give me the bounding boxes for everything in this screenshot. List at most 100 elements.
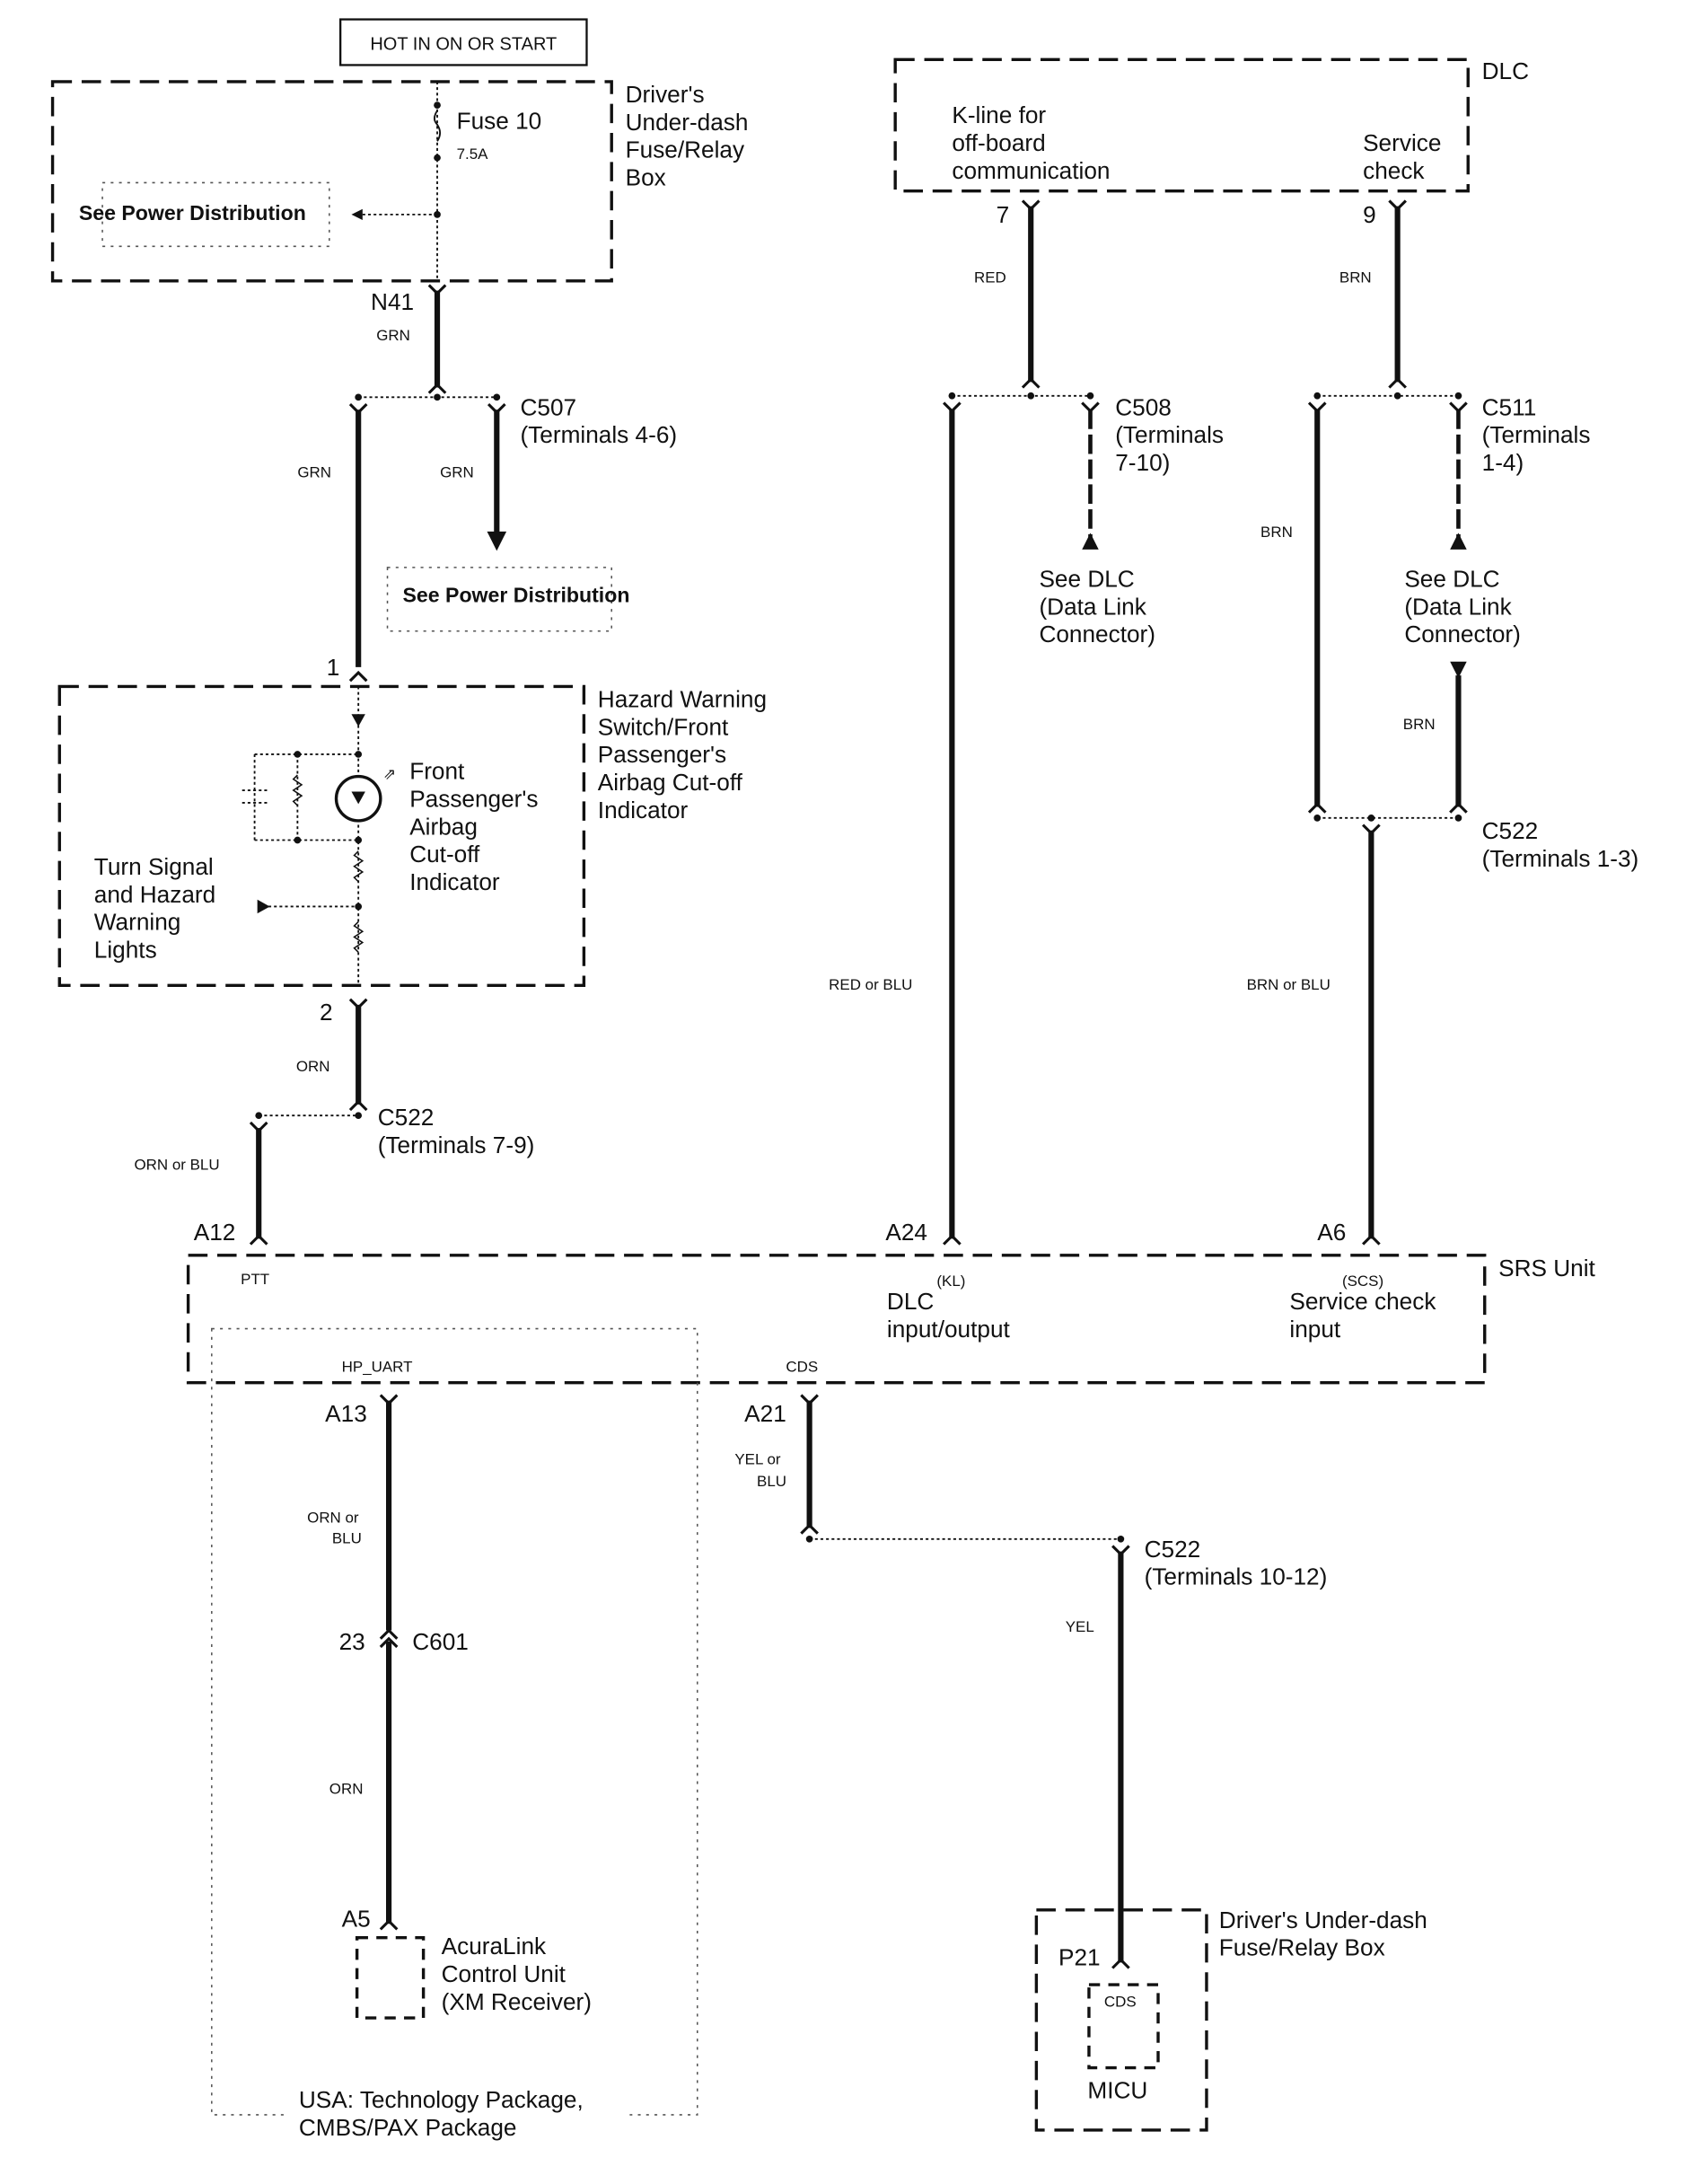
pin-a12: A12 [194, 1219, 236, 1246]
dlc-io-label: DLC [887, 1288, 934, 1315]
pin-a13: A13 [325, 1400, 367, 1427]
connector-c508-terminals-range: 7-10) [1115, 449, 1170, 476]
indicator-label: Front Passenger's Airbag Cut-off Indicat… [409, 758, 538, 895]
arrow-up-icon [1082, 533, 1099, 550]
acuralink-label: AcuraLink Control Unit (XM Receiver) [442, 1933, 592, 2015]
wire-color-orn-or-blu: ORN or BLU [134, 1156, 219, 1173]
connector-c507: C507 [521, 393, 577, 420]
wire-color-brn-left: BRN [1260, 524, 1293, 541]
svg-text:Warning: Warning [94, 909, 181, 936]
connector-c522-7-9-terminals: (Terminals 7-9) [378, 1132, 535, 1158]
hazard-switch-label: Hazard Warning Switch/Front Passenger's … [598, 686, 767, 823]
wire-color-orn-or-blu-a13-2: BLU [332, 1529, 362, 1546]
svg-text:(XM Receiver): (XM Receiver) [442, 1988, 592, 2015]
svg-text:Cut-off: Cut-off [409, 841, 480, 867]
svg-text:AcuraLink: AcuraLink [442, 1933, 547, 1959]
see-power-distribution-link-2[interactable]: See Power Distribution [402, 583, 629, 606]
svg-text:off-board: off-board [952, 129, 1045, 156]
pin-a21: A21 [744, 1400, 786, 1427]
svg-text:Switch/Front: Switch/Front [598, 713, 729, 740]
svg-text:Connector): Connector) [1404, 621, 1521, 647]
service-input-label-2: input [1289, 1316, 1341, 1343]
svg-text:Box: Box [626, 164, 666, 191]
turn-signal-label: Turn Signal and Hazard Warning Lights [94, 853, 215, 963]
wire-color-yel-or-blu-2: BLU [757, 1473, 786, 1490]
micu-fuse-box [1034, 1908, 1208, 2132]
svg-text:Airbag: Airbag [409, 813, 478, 840]
arrow-right-icon [257, 899, 270, 914]
power-source-label: HOT IN ON OR START [370, 34, 557, 54]
pin-2: 2 [320, 999, 333, 1026]
connector-c511-terminals: (Terminals [1482, 421, 1591, 448]
connector-c522-1-3-terminals: (Terminals 1-3) [1482, 845, 1639, 872]
svg-text:Connector): Connector) [1039, 621, 1155, 647]
srs-unit-box [186, 1254, 1487, 1385]
wire-color-brn-or-blu: BRN or BLU [1247, 976, 1331, 993]
power-source-box [338, 18, 588, 66]
connector-c511-terminals-range: 1-4) [1482, 449, 1524, 476]
wire-color-grn-left: GRN [297, 464, 331, 481]
svg-text:Front: Front [409, 758, 465, 785]
hp-uart-label: HP_UART [342, 1358, 413, 1375]
service-check-label: Service check [1363, 129, 1441, 184]
see-dlc-link-2[interactable]: See DLC (Data Link Connector) [1404, 565, 1521, 647]
svg-text:Fuse/Relay: Fuse/Relay [626, 136, 745, 163]
wire-color-brn: BRN [1339, 269, 1372, 286]
micu-cds-box [1087, 1983, 1160, 2070]
svg-text:Driver's Under-dash: Driver's Under-dash [1219, 1907, 1427, 1933]
wire-color-red-or-blu: RED or BLU [829, 976, 912, 993]
pin-a6: A6 [1317, 1219, 1346, 1246]
svg-text:See DLC: See DLC [1039, 565, 1134, 592]
fuse-box-top [50, 80, 613, 283]
svg-text:Indicator: Indicator [409, 868, 500, 895]
fuse-rating: 7.5A [457, 145, 489, 163]
fuse-icon [434, 110, 442, 142]
arrow-up-icon-2 [1450, 533, 1467, 550]
wire-color-orn: ORN [296, 1058, 330, 1075]
connector-c522-10-12-terminals: (Terminals 10-12) [1145, 1563, 1328, 1590]
arrow-down-icon [487, 531, 507, 551]
see-dlc-link-1[interactable]: See DLC (Data Link Connector) [1039, 565, 1155, 647]
package-note: USA: Technology Package, [299, 2086, 584, 2113]
wire-color-n41: GRN [376, 327, 410, 344]
connector-c522-10-12: C522 [1145, 1536, 1201, 1563]
kl-label: (KL) [936, 1273, 965, 1290]
connector-c522-7-9: C522 [378, 1104, 435, 1131]
svg-text:Turn Signal: Turn Signal [94, 853, 214, 880]
svg-text:Indicator: Indicator [598, 797, 689, 823]
package-region [211, 1327, 698, 2116]
see-power-distribution-link-1[interactable]: See Power Distribution [79, 201, 306, 225]
svg-text:(Data Link: (Data Link [1039, 593, 1146, 620]
wire-color-red: RED [974, 269, 1006, 286]
pin-a5: A5 [342, 1905, 371, 1932]
hazard-switch-box [57, 684, 586, 988]
pin-1: 1 [327, 654, 340, 681]
connector-c522-1-3: C522 [1482, 817, 1539, 844]
svg-text:Driver's: Driver's [626, 81, 705, 108]
arrow-down-icon-2 [1450, 661, 1467, 679]
wire-color-orn-or-blu-a13: ORN or [307, 1509, 359, 1526]
svg-text:See DLC: See DLC [1404, 565, 1499, 592]
connector-c508-terminals: (Terminals [1115, 421, 1224, 448]
pin-9: 9 [1363, 201, 1376, 228]
svg-text:Hazard Warning: Hazard Warning [598, 686, 767, 713]
svg-text:Passenger's: Passenger's [598, 741, 726, 768]
wire-color-grn-right: GRN [440, 464, 474, 481]
dlc-label: DLC [1482, 57, 1529, 84]
svg-text:and Hazard: and Hazard [94, 881, 215, 908]
srs-unit-label: SRS Unit [1498, 1255, 1595, 1281]
dlc-box [893, 57, 1470, 193]
connector-c508: C508 [1115, 393, 1172, 420]
connector-c601: C601 [412, 1628, 469, 1655]
svg-text:Airbag Cut-off: Airbag Cut-off [598, 769, 743, 796]
wire-color-brn-lower: BRN [1403, 716, 1436, 733]
connector-c507-terminals: (Terminals 4-6) [521, 421, 678, 448]
service-input-label: Service check [1289, 1288, 1436, 1315]
ptt-label: PTT [241, 1271, 269, 1288]
fuse-box-top-label: Driver's Under-dash Fuse/Relay Box [626, 81, 749, 190]
svg-text:Control Unit: Control Unit [442, 1960, 566, 1987]
scs-label: (SCS) [1342, 1273, 1383, 1290]
micu-cds-label: CDS [1104, 1994, 1137, 2011]
connector-c511: C511 [1482, 393, 1537, 420]
svg-text:Passenger's: Passenger's [409, 786, 538, 813]
